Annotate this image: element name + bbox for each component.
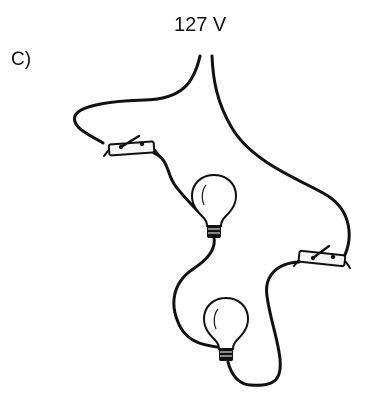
lamp-2: [202, 296, 250, 361]
switch-1: [103, 134, 160, 157]
wire-lamp-1-to-lamp-2: [172, 236, 228, 350]
voltage-label: 127 V: [174, 14, 227, 36]
switch-1-base: [107, 140, 156, 157]
switch-2: [293, 244, 351, 269]
lamp-1-glass: [190, 173, 238, 227]
switch-2-base: [297, 249, 347, 268]
switch-1-lever: [119, 134, 141, 149]
lamp-1-base: [207, 226, 221, 238]
switch-2-lever: [311, 244, 331, 260]
wire-right-source-to-switch-2: [210, 54, 351, 261]
lamp-1: [190, 173, 238, 238]
item-label: C): [11, 49, 32, 70]
wire-lamp-2-to-switch-2: [226, 260, 301, 387]
wire-left-source-to-switch-1: [73, 54, 202, 145]
lamp-2-base: [219, 349, 233, 361]
lamp-2-glass: [202, 296, 250, 350]
